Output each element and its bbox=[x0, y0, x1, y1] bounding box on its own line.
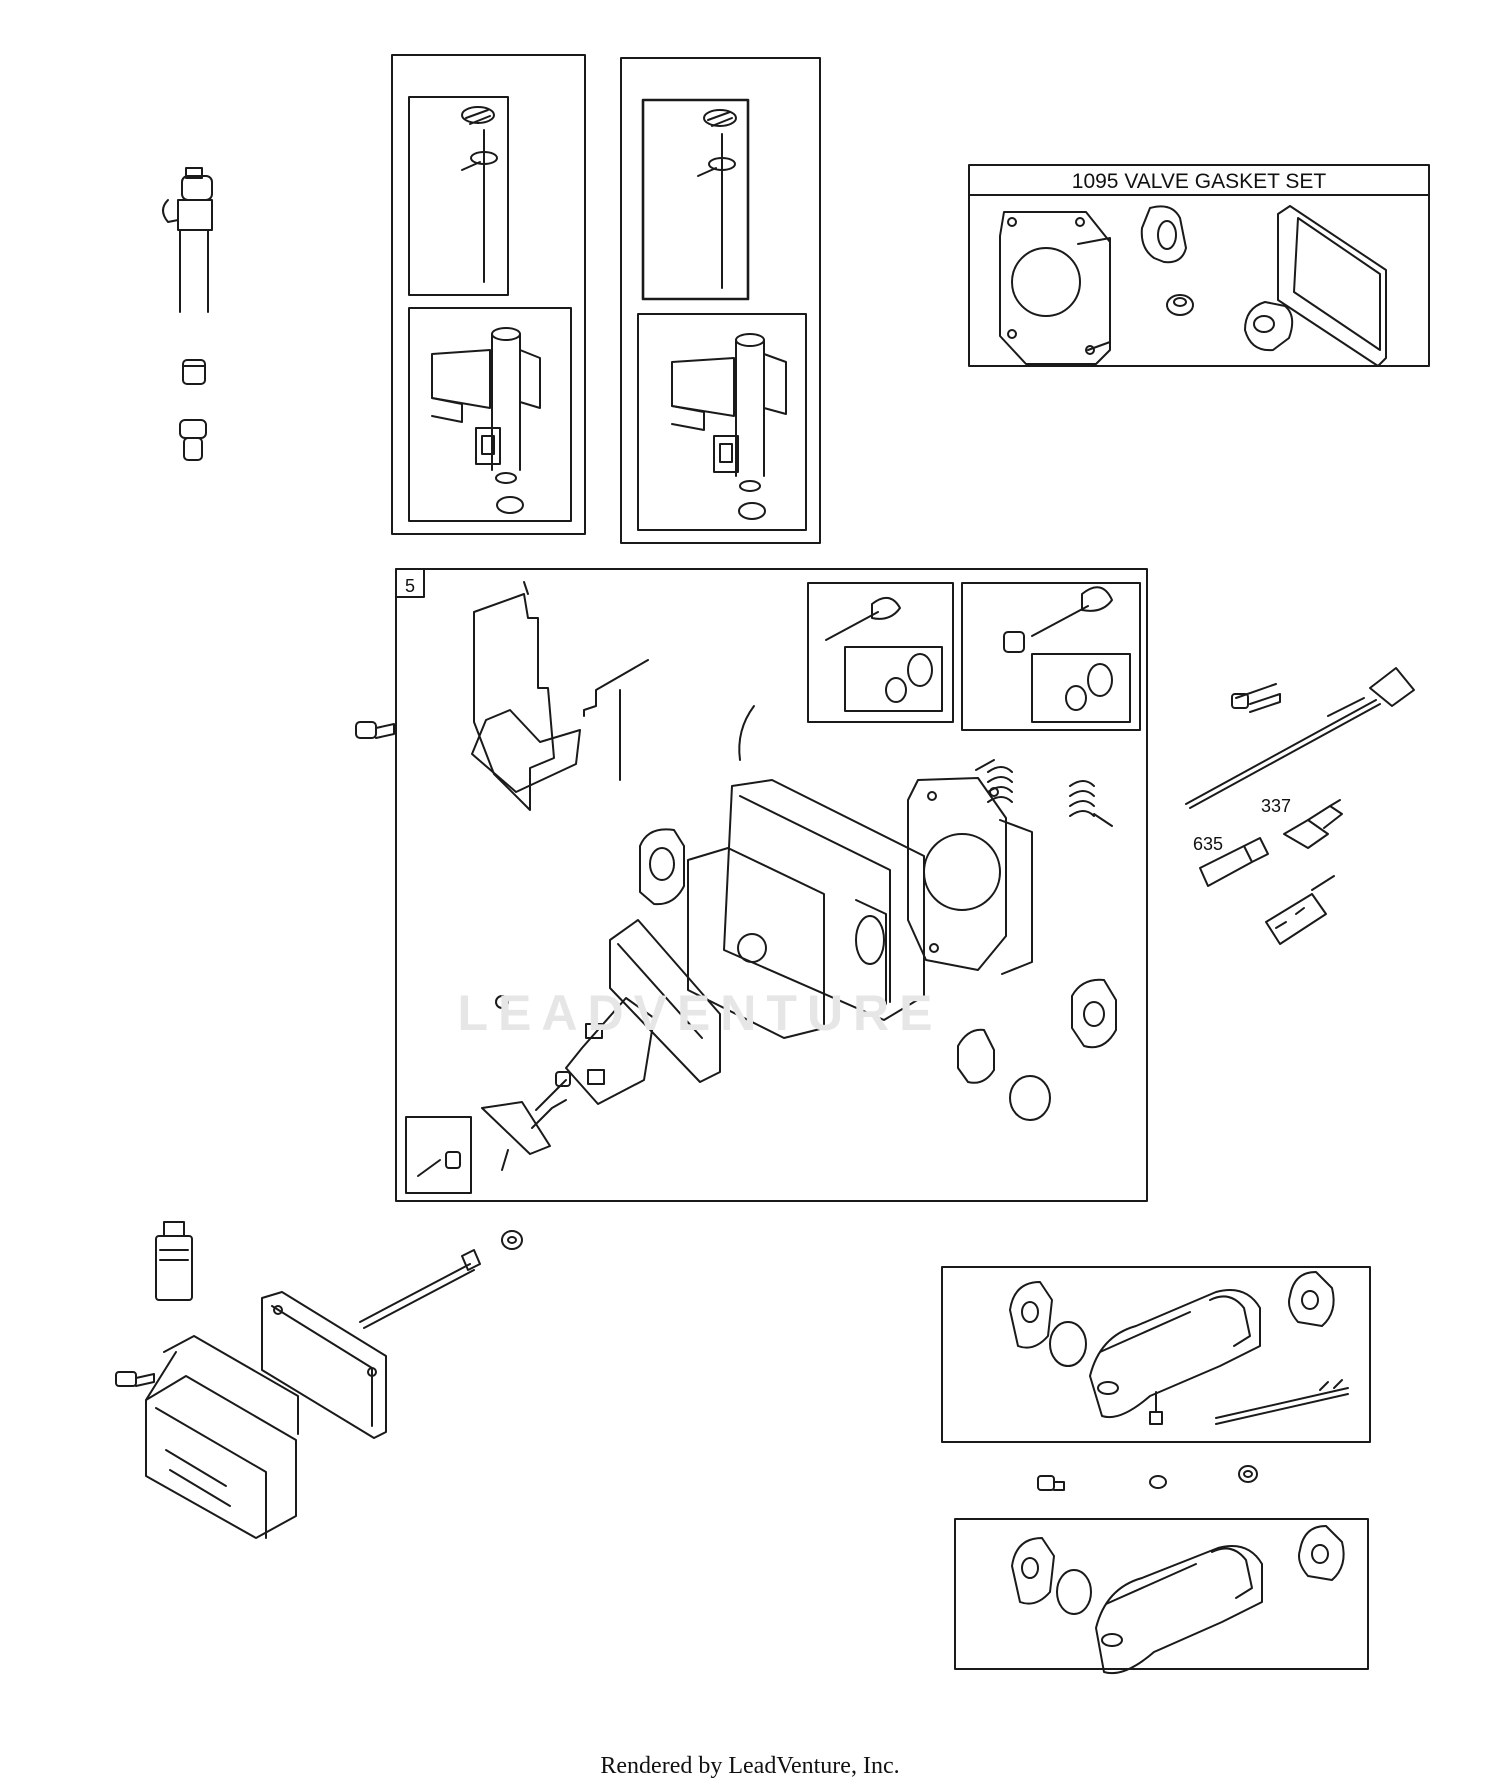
manifold-o-ring-part-2 bbox=[1056, 1569, 1092, 1615]
manifold-o-ring-part-1 bbox=[1049, 1321, 1087, 1367]
rocker-arm-part bbox=[481, 1099, 567, 1171]
dipstick-part-1 bbox=[461, 106, 498, 283]
nut-part bbox=[501, 1230, 523, 1250]
dipstick-subframe-2 bbox=[641, 98, 750, 301]
push-rod-part bbox=[1185, 667, 1415, 809]
ref-635-label: 635 bbox=[1193, 834, 1223, 854]
manifold-gasket-part-2 bbox=[1288, 1271, 1335, 1327]
exhaust-valve-kit-frame bbox=[807, 582, 954, 723]
bushing-part bbox=[182, 359, 206, 385]
rocker-cover-gasket-part bbox=[1277, 205, 1387, 367]
sleeve-part bbox=[179, 419, 207, 461]
watermark: LEADVENTURE bbox=[457, 985, 942, 1041]
exhaust-gasket-part bbox=[1140, 205, 1187, 264]
rocker-gasket-part bbox=[609, 919, 721, 1083]
small-nut-part bbox=[495, 995, 509, 1009]
oil-fill-tube-part-2 bbox=[671, 333, 787, 520]
guide-plate-rod-part bbox=[359, 1249, 481, 1329]
intake-valve-kit-frame bbox=[961, 582, 1141, 731]
dipstick-part-2 bbox=[697, 109, 737, 289]
manifold-nut-part-2 bbox=[1238, 1465, 1258, 1483]
intake-manifold-kit-frame-1 bbox=[941, 1266, 1371, 1443]
oil-fill-kit-frame-2 bbox=[620, 57, 821, 544]
spark-plug-part bbox=[1283, 799, 1343, 849]
valve-keeper-part-2 bbox=[1065, 663, 1113, 711]
cover-screw-part bbox=[115, 1371, 155, 1387]
intake-manifold-part-1 bbox=[1089, 1289, 1261, 1418]
oil-fill-tube-subframe-2 bbox=[637, 313, 807, 531]
fuel-line-part bbox=[1215, 1379, 1349, 1425]
valve-gasket-set-frame bbox=[968, 164, 1430, 367]
manifold-gasket-part-1 bbox=[1009, 1281, 1053, 1349]
exhaust-flange-gasket-part bbox=[639, 828, 685, 906]
oil-fill-kit-frame-1 bbox=[391, 54, 586, 535]
gasket-part-right-1 bbox=[1071, 978, 1117, 1049]
ref-5-label-box bbox=[395, 568, 425, 598]
valve-seal-part bbox=[1166, 294, 1194, 316]
adjuster-screw-part bbox=[417, 1151, 461, 1177]
pivot-stud-part bbox=[535, 1071, 571, 1111]
valve-keeper-part-1 bbox=[885, 653, 933, 703]
manifold-screw-part-1 bbox=[1037, 1475, 1065, 1491]
o-ring-part bbox=[1009, 1075, 1051, 1121]
cylinder-head-gasket-part bbox=[907, 777, 1033, 975]
spark-plug-boot-part bbox=[1199, 837, 1269, 887]
oil-fill-tube-part-1 bbox=[431, 327, 541, 514]
valve-spring-part-2 bbox=[1069, 780, 1113, 827]
cylinder-head-assembly-frame bbox=[395, 568, 1148, 1202]
valve-spring-part-1 bbox=[975, 759, 1013, 803]
intake-valve-part bbox=[1003, 586, 1113, 653]
dipstick-tube-part bbox=[162, 167, 213, 313]
air-baffle-part bbox=[471, 581, 649, 811]
stud-part bbox=[1231, 683, 1281, 713]
manifold-gasket-part-3 bbox=[1011, 1537, 1055, 1605]
rocker-plate-part bbox=[565, 997, 655, 1105]
adjuster-kit-frame bbox=[405, 1116, 472, 1194]
gasket-part-right-2 bbox=[957, 1028, 995, 1084]
dipstick-subframe-1 bbox=[408, 96, 509, 296]
intake-gasket-part bbox=[1244, 301, 1294, 352]
sealant-tube-part bbox=[155, 1221, 193, 1301]
exhaust-valve-part bbox=[825, 597, 901, 641]
cylinder-head-part bbox=[687, 705, 925, 1039]
manifold-nut-part-1 bbox=[1149, 1475, 1167, 1489]
oil-fill-tube-subframe-1 bbox=[408, 307, 572, 522]
rocker-cover-gasket-part-2 bbox=[261, 1291, 387, 1439]
rocker-cover-part bbox=[145, 1335, 299, 1539]
intake-manifold-part-2 bbox=[1095, 1545, 1263, 1674]
ref-337-label: 337 bbox=[1261, 796, 1291, 816]
head-gasket-part bbox=[999, 211, 1111, 365]
ignition-lead-part bbox=[1265, 875, 1335, 945]
manifold-gasket-part-4 bbox=[1298, 1525, 1345, 1581]
intake-manifold-kit-frame-2 bbox=[954, 1518, 1369, 1670]
valve-gasket-set-title: 1095 VALVE GASKET SET bbox=[1072, 170, 1327, 193]
manifold-fitting-part bbox=[1149, 1391, 1163, 1425]
ref-5-label: 5 bbox=[405, 576, 415, 596]
render-credit-footer: Rendered by LeadVenture, Inc. bbox=[600, 1753, 899, 1779]
head-bolt-part bbox=[355, 721, 395, 739]
